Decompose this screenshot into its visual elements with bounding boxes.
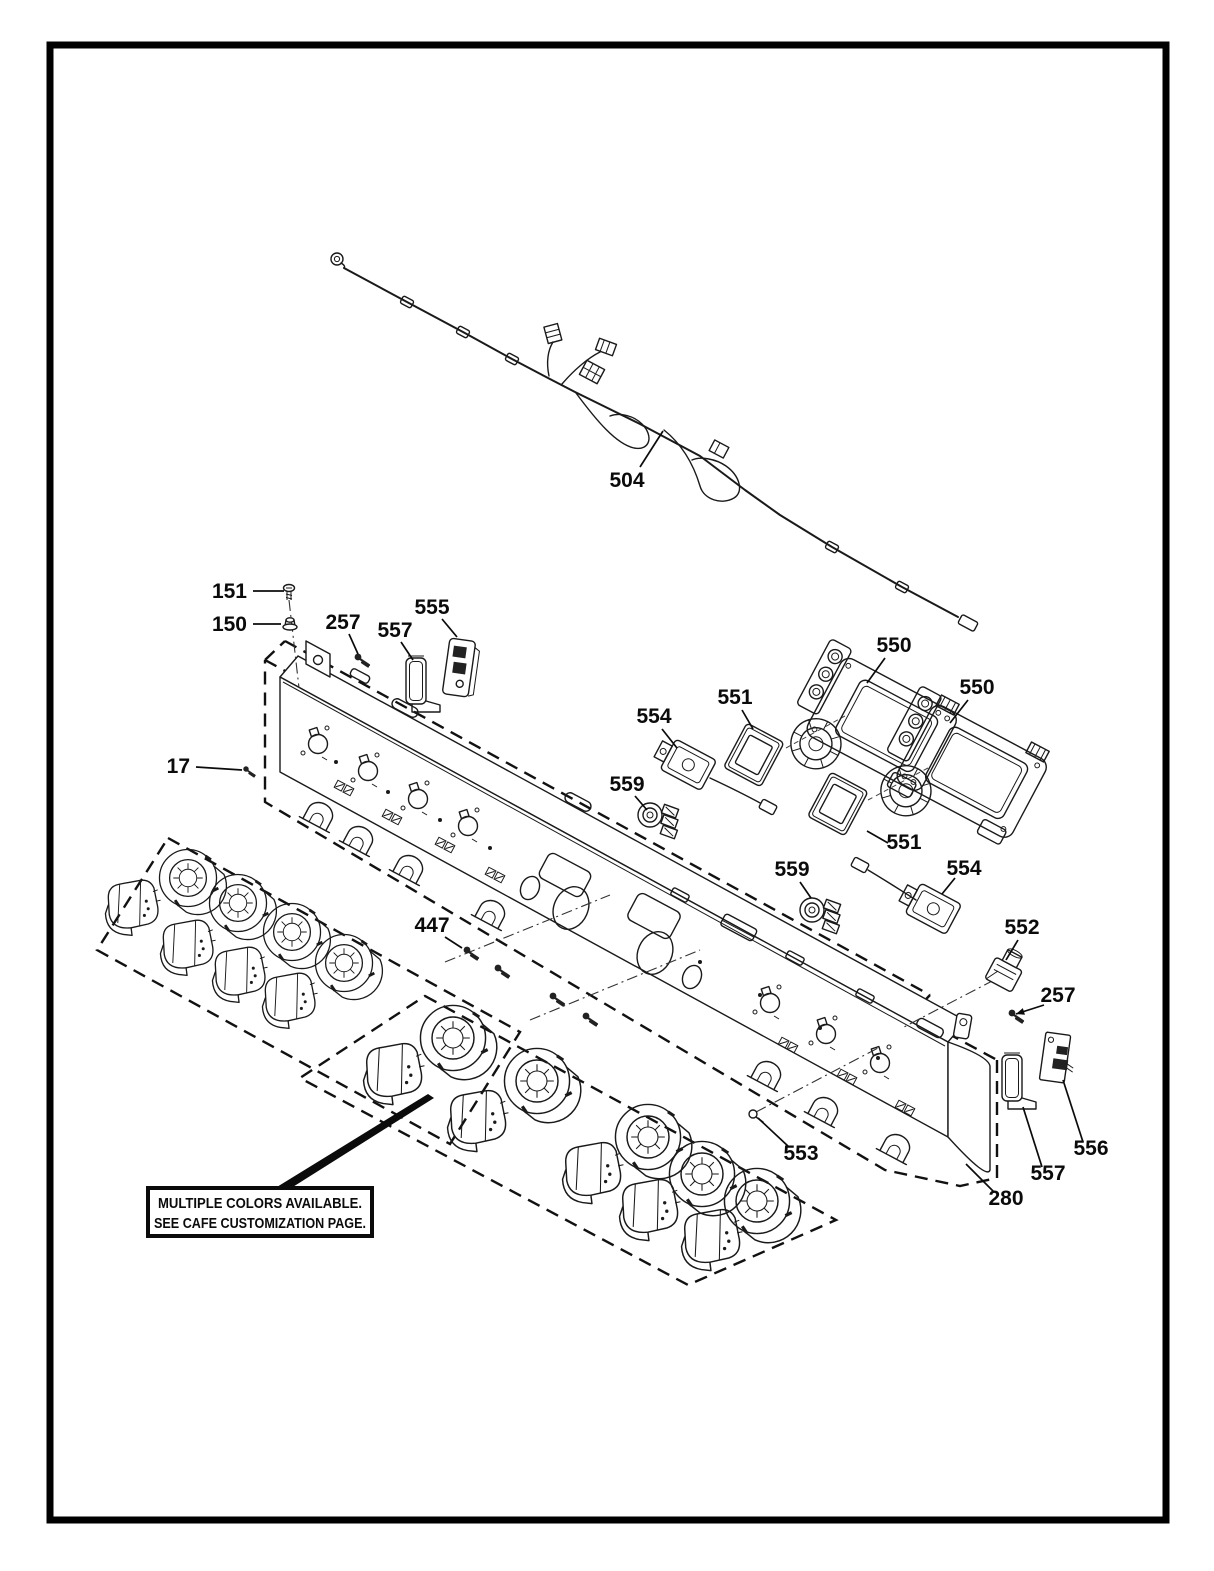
knob-group-outline-a xyxy=(95,836,522,1146)
callout-leader-552-16 xyxy=(1005,939,1019,961)
callout-arrowhead-257 xyxy=(1016,1008,1025,1015)
part-callout-551-10: 551 xyxy=(886,831,921,854)
harness-connector xyxy=(594,337,618,357)
pcb-556 xyxy=(1038,1031,1074,1084)
callout-leader-557-3 xyxy=(400,641,414,661)
screw-257-a xyxy=(353,652,371,668)
mounting-tab xyxy=(305,640,331,678)
part-callout-559-14: 559 xyxy=(774,858,809,881)
part-callout-150-1: 150 xyxy=(212,613,247,636)
part-callout-257-17: 257 xyxy=(1040,984,1075,1007)
callout-leader-555-4 xyxy=(441,618,458,638)
panel-end-cap xyxy=(947,1041,991,1173)
harness-connector xyxy=(708,439,730,459)
ring-terminal xyxy=(330,252,346,269)
harness-connector xyxy=(543,322,563,345)
display-windows xyxy=(538,852,681,940)
callout-leader-504-6 xyxy=(639,430,664,468)
callout-leader-559-13 xyxy=(634,795,648,811)
callout-leader-553-18 xyxy=(757,1117,790,1148)
transformer-554-a xyxy=(649,733,778,816)
part-callout-552-16: 552 xyxy=(1004,916,1039,939)
part-callout-447-15: 447 xyxy=(414,914,449,937)
part-callout-554-11: 554 xyxy=(636,705,671,728)
mounting-tab xyxy=(952,1012,973,1040)
note-line-2: SEE CAFE CUSTOMIZATION PAGE. xyxy=(154,1215,366,1232)
solenoid-552 xyxy=(985,948,1023,992)
note-leader-wedge xyxy=(272,1094,434,1190)
screw-151 xyxy=(282,583,296,600)
callout-leader-559-14 xyxy=(799,881,812,899)
harness-end-connector xyxy=(957,614,979,632)
callout-leader-257-2 xyxy=(348,633,359,655)
callout-leader-556-19 xyxy=(1062,1079,1084,1143)
wiring-harness-504 xyxy=(330,252,979,632)
callout-leader-551-9 xyxy=(741,709,754,730)
bracket-557-a xyxy=(405,655,441,713)
page-border xyxy=(46,41,1170,1524)
centerlines xyxy=(288,599,995,1113)
spark-module-550-a xyxy=(771,636,966,821)
part-callout-550-7: 550 xyxy=(876,634,911,657)
callout-leader-280-21 xyxy=(965,1163,995,1193)
part-callout-553-18: 553 xyxy=(783,1142,818,1165)
part-callout-151-0: 151 xyxy=(212,580,247,603)
window-frame-551-a xyxy=(722,722,785,788)
knob-group-outline-b xyxy=(297,994,839,1287)
part-callout-17-5: 17 xyxy=(167,755,190,778)
note-line-1: MULTIPLE COLORS AVAILABLE. xyxy=(158,1195,362,1212)
rivets xyxy=(334,760,880,1060)
part-callout-555-4: 555 xyxy=(414,596,449,619)
part-callout-280-21: 280 xyxy=(988,1187,1023,1210)
grommet-150 xyxy=(282,617,298,631)
knob-shaft-cutouts xyxy=(519,875,703,990)
callout-leader-551-10 xyxy=(866,830,889,844)
callout-leader-557-20 xyxy=(1022,1106,1043,1168)
part-callout-557-20: 557 xyxy=(1030,1162,1065,1185)
part-callout-550-8: 550 xyxy=(959,676,994,699)
callout-leader-554-12 xyxy=(941,877,956,895)
callout-leader-17-5 xyxy=(195,766,243,771)
part-callout-504-6: 504 xyxy=(609,469,644,492)
color-note-box: MULTIPLE COLORS AVAILABLE. SEE CAFE CUST… xyxy=(146,1094,434,1238)
callout-leader-447-15 xyxy=(444,936,463,949)
screw-17 xyxy=(242,765,256,778)
callout-leader-550-7 xyxy=(866,657,886,684)
transformer-554-b xyxy=(850,856,963,936)
switch-board-555 xyxy=(442,637,480,698)
part-callout-257-2: 257 xyxy=(325,611,360,634)
bracket-557-b xyxy=(1001,1052,1037,1110)
part-callout-554-12: 554 xyxy=(946,857,981,880)
control-panel-280 xyxy=(279,640,991,1173)
part-callout-551-9: 551 xyxy=(717,686,752,709)
part-callout-557-3: 557 xyxy=(377,619,412,642)
callout-leader-554-11 xyxy=(661,728,678,749)
window-frame-551-b xyxy=(806,771,869,837)
callout-leader-550-8 xyxy=(949,699,969,724)
part-callout-559-13: 559 xyxy=(609,773,644,796)
part-callout-556-19: 556 xyxy=(1073,1137,1108,1160)
harness-connector xyxy=(578,359,606,385)
